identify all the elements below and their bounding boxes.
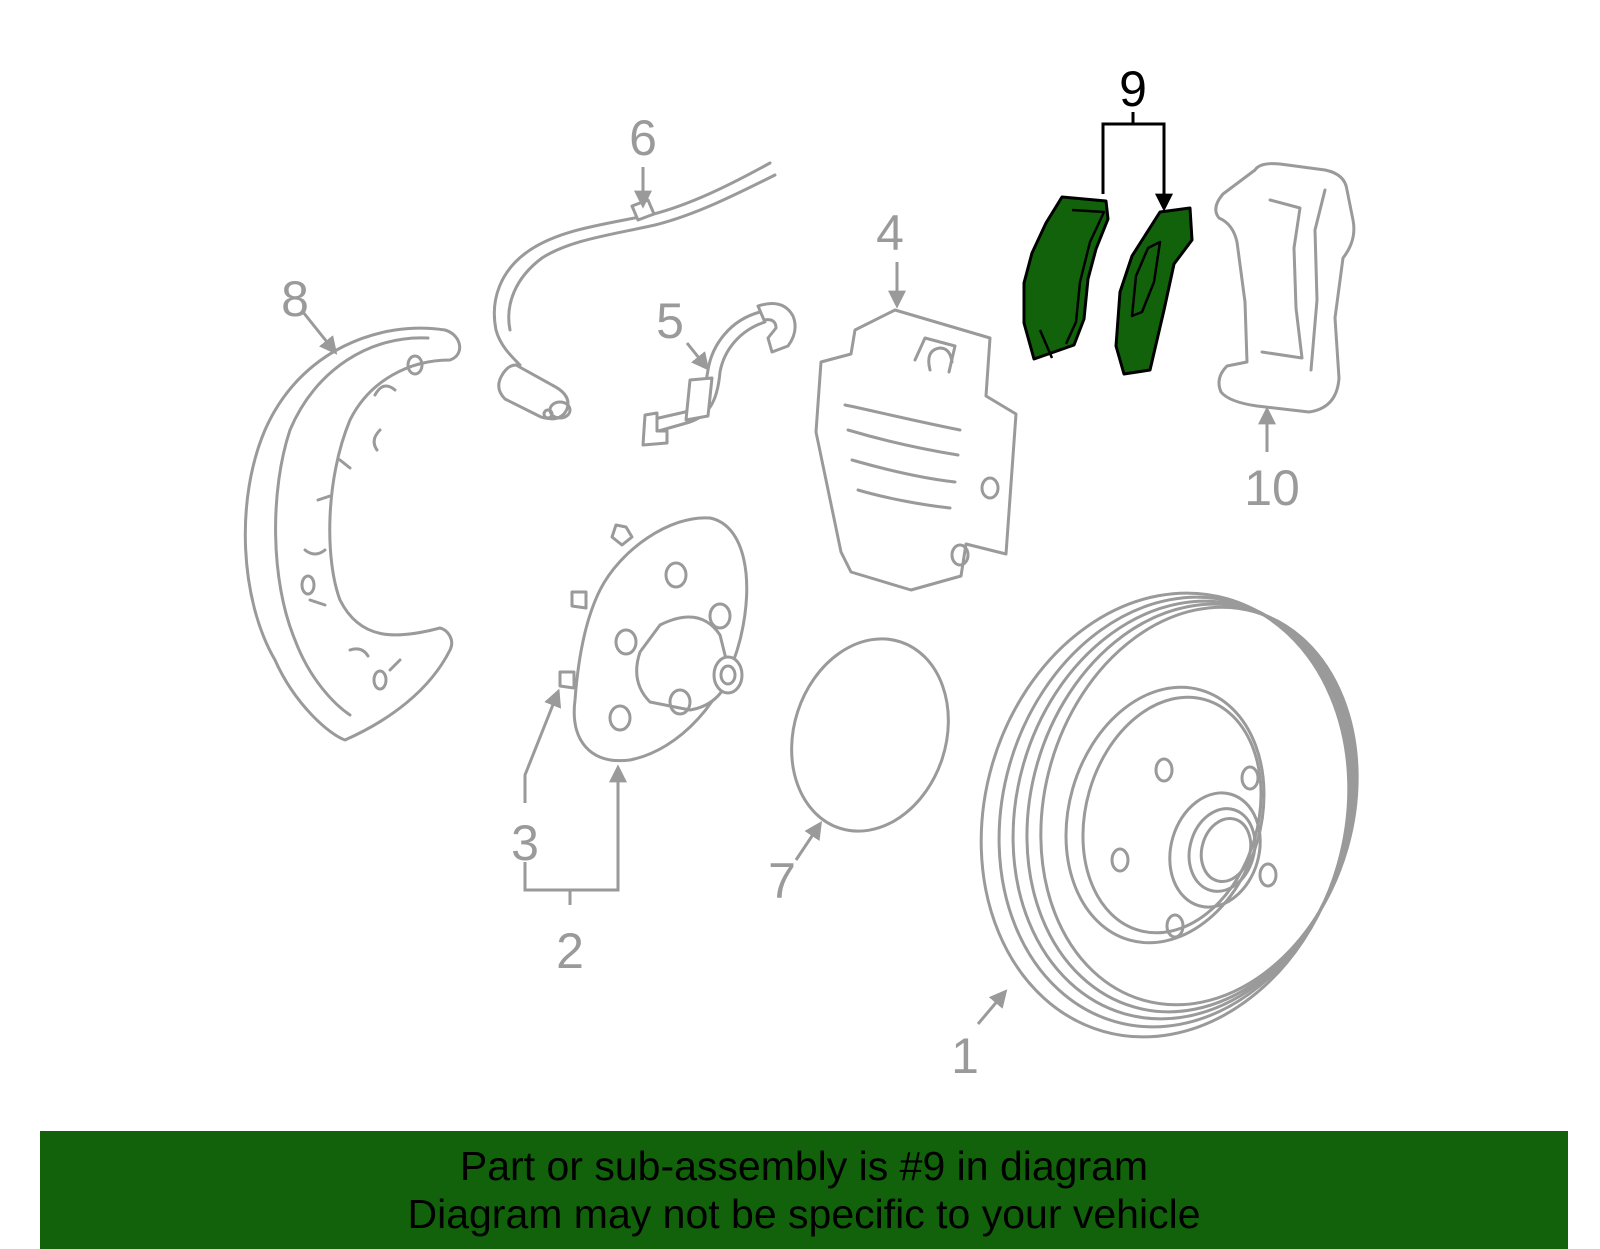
callout-3: 3 [511,815,539,871]
callout-8: 8 [281,271,309,327]
callout-2: 2 [556,923,584,979]
inner-brake-pad [1022,195,1110,361]
dust-shield-part-8 [243,326,461,742]
callout-9: 9 [1119,61,1147,117]
callout-1: 1 [951,1028,979,1084]
callout-labels: 1 2 3 4 5 6 7 8 9 10 [281,61,1300,1084]
callout-5: 5 [656,293,684,349]
info-banner: Part or sub-assembly is #9 in diagram Di… [40,1131,1568,1249]
leader-lines [301,112,1276,1025]
banner-line-2: Diagram may not be specific to your vehi… [407,1191,1201,1237]
brake-rotor-part-1 [979,591,1359,1039]
brake-hose-part-5 [641,302,797,447]
wheel-stud-part-3 [610,523,634,547]
caliper-part-4 [814,308,1018,592]
brake-pads-part-9 [1022,195,1194,376]
callout-7: 7 [768,853,796,909]
hub-part-2 [558,516,749,763]
callout-6: 6 [629,110,657,166]
seal-ring-part-7 [790,637,950,833]
speed-sensor-part-6 [492,161,777,421]
callout-10: 10 [1244,460,1300,516]
caliper-bracket-part-10 [1214,162,1356,414]
callout-4: 4 [876,205,904,261]
banner-line-1: Part or sub-assembly is #9 in diagram [459,1143,1149,1189]
outer-brake-pad [1114,206,1194,376]
